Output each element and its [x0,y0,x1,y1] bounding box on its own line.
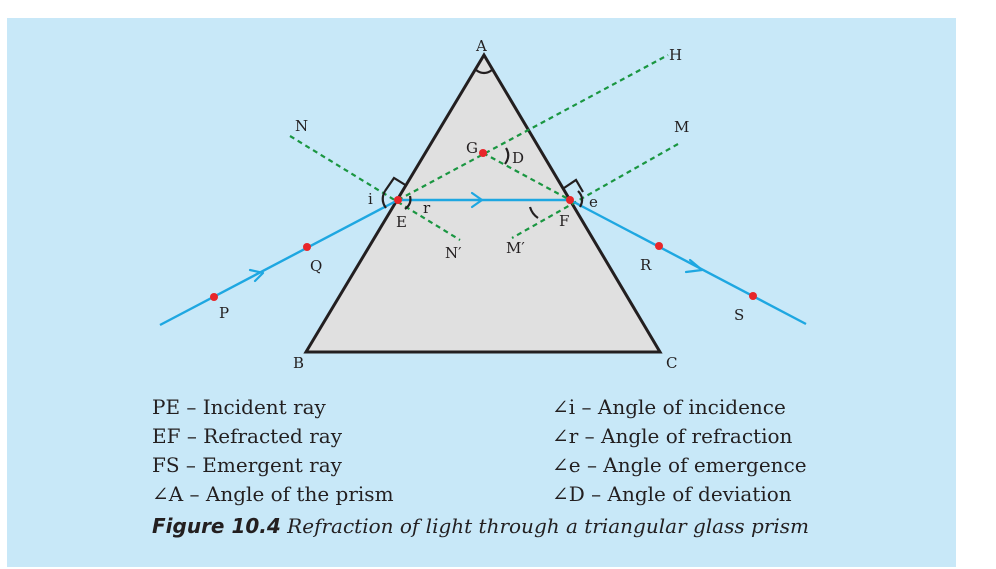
point-S [749,292,757,300]
incident-arrow-icon [248,268,265,283]
point-F [566,196,574,204]
figure-caption: Figure 10.4 Refraction of light through … [152,514,809,538]
normal-at-E [289,135,461,241]
emergent-arrow-icon [684,258,704,274]
point-G [479,149,487,157]
label-G: G [466,139,478,157]
legend-item: PE – Incident ray [152,395,326,419]
legend-item: EF – Refracted ray [152,424,342,448]
label-E: E [396,213,407,231]
label-angle-e: e [589,193,598,211]
legend-item: ∠D – Angle of deviation [552,482,792,506]
label-angle-r: r [423,199,431,217]
legend-left: PE – Incident ray EF – Refracted ray FS … [152,393,394,509]
incident-ray-extension [397,54,669,201]
normal-at-F [511,143,679,239]
prism-triangle [303,52,663,354]
point-R [655,242,663,250]
label-B: B [293,354,304,372]
legend-item: FS – Emergent ray [152,453,342,477]
angle-i-arc [381,190,387,209]
label-H: H [669,46,682,64]
label-M: M [674,118,689,136]
label-A: A [475,37,487,55]
label-C: C [666,354,677,372]
label-Q: Q [310,257,322,275]
emergent-ray-extension [482,152,571,201]
legend-item: ∠A – Angle of the prism [152,482,394,506]
legend-item: ∠i – Angle of incidence [552,395,786,419]
label-R: R [640,256,652,274]
point-P [210,293,218,301]
emergent-ray-FS [569,198,807,326]
label-M-prime: M′ [506,239,525,257]
legend-right: ∠i – Angle of incidence ∠r – Angle of re… [552,393,807,509]
right-angle-E [384,176,408,192]
refracted-arrow-icon [470,191,484,209]
legend-item: ∠e – Angle of emergence [552,453,807,477]
label-P: P [219,304,229,322]
point-E [394,196,402,204]
legend-item: ∠r – Angle of refraction [552,424,793,448]
caption-label: Figure 10.4 [152,514,281,538]
angle-A-arc [475,69,493,75]
angle-F-arc [528,206,539,219]
angle-r-arc [404,195,412,210]
point-Q [303,243,311,251]
angle-e-arc [577,190,584,208]
label-N: N [295,117,308,135]
right-angle-F [563,178,584,193]
label-F: F [559,212,569,230]
label-N-prime: N′ [445,244,462,262]
label-S: S [734,306,744,324]
angle-D-arc [504,147,510,165]
label-angle-i: i [368,190,373,208]
incident-ray-PE [159,198,399,327]
label-angle-D: D [512,149,524,167]
caption-text: Refraction of light through a triangular… [287,514,809,538]
